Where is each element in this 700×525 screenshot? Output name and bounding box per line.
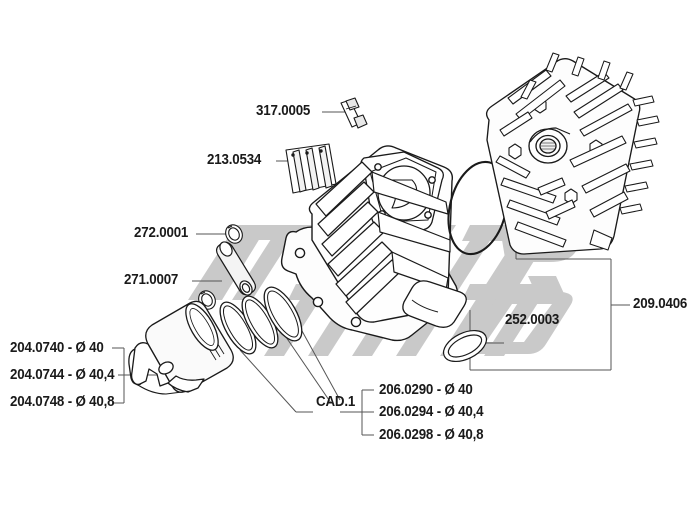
leader-206-bracket [296,389,374,436]
part-o-ring [442,329,488,363]
label-204-0748[interactable]: 204.0748 - Ø 40,8 [10,394,115,410]
leader-cad [239,349,297,413]
label-271-0007[interactable]: 271.0007 [124,272,179,288]
label-209-0406[interactable]: 209.0406 [633,296,688,312]
label-206-0298[interactable]: 206.0298 - Ø 40,8 [379,427,484,443]
part-piston-rings [219,286,303,355]
label-204-0744[interactable]: 204.0744 - Ø 40,4 [10,367,115,383]
part-gasket-plates [285,143,337,194]
label-206-0290[interactable]: 206.0290 - Ø 40 [379,382,473,398]
label-272-0001[interactable]: 272.0001 [134,225,189,241]
label-317-0005[interactable]: 317.0005 [256,103,311,119]
part-gudgeon-pin [215,241,257,296]
part-piston [128,300,234,395]
part-dowel-pin [340,97,368,129]
label-204-0740[interactable]: 204.0740 - Ø 40 [10,340,104,356]
label-cad-1[interactable]: CAD.1 [316,394,356,410]
part-cylinder-block [308,145,467,328]
leader-ring-2 [295,319,341,401]
label-252-0003[interactable]: 252.0003 [505,312,560,328]
part-cylinder-head [485,52,660,255]
label-206-0294[interactable]: 206.0294 - Ø 40,4 [379,404,484,420]
label-213-0534[interactable]: 213.0534 [207,152,262,168]
